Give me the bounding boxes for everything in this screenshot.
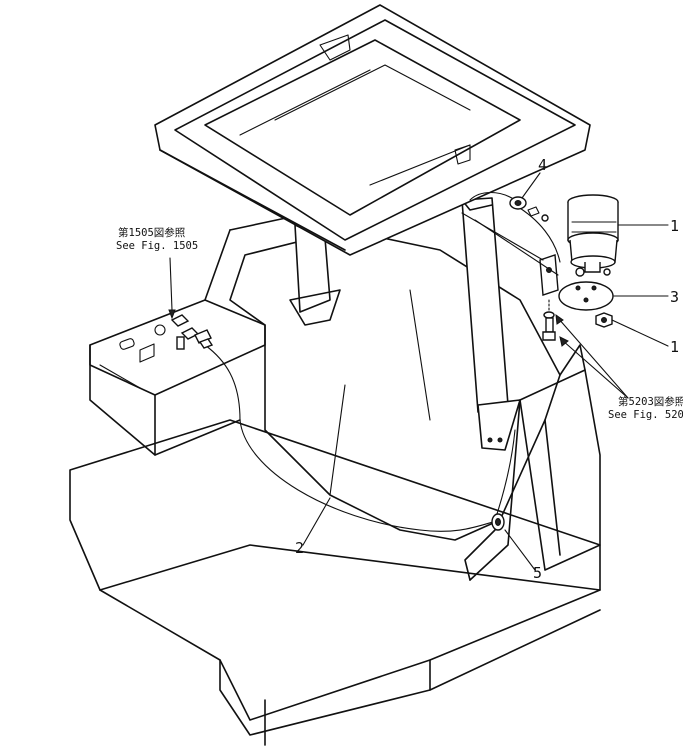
callouts: 1 3 1 4 2 5 bbox=[295, 156, 679, 582]
ref-left-jp: 第1505図参照 bbox=[118, 226, 186, 239]
callout-5: 5 bbox=[533, 564, 542, 582]
nut-item-1 bbox=[595, 312, 613, 328]
left-connector-group bbox=[170, 314, 214, 350]
grommet-item-5 bbox=[491, 513, 505, 531]
figure-references: 第1505図参照 See Fig. 1505 第5203図参照 See Fig.… bbox=[116, 226, 683, 421]
ref-right-en: See Fig. 5203 bbox=[608, 409, 683, 421]
callout-2: 2 bbox=[295, 539, 304, 557]
wiring-harness bbox=[204, 191, 561, 532]
bolt-assembly bbox=[542, 299, 556, 341]
mounting-plate bbox=[558, 281, 614, 311]
rops-posts bbox=[289, 197, 521, 581]
beacon-lamp bbox=[567, 194, 619, 277]
canopy bbox=[154, 4, 591, 256]
callout-1-bottom: 1 bbox=[670, 338, 679, 356]
ref-left-en: See Fig. 1505 bbox=[116, 240, 198, 252]
ref-right-jp: 第5203図参照 bbox=[618, 395, 683, 408]
lamp-bracket bbox=[461, 212, 559, 296]
machine-body bbox=[69, 214, 601, 746]
callout-1-top: 1 bbox=[670, 217, 679, 235]
grommet-item-4 bbox=[509, 196, 549, 222]
leader-lines bbox=[168, 172, 669, 571]
callout-4: 4 bbox=[538, 156, 547, 174]
callout-3: 3 bbox=[670, 288, 679, 306]
